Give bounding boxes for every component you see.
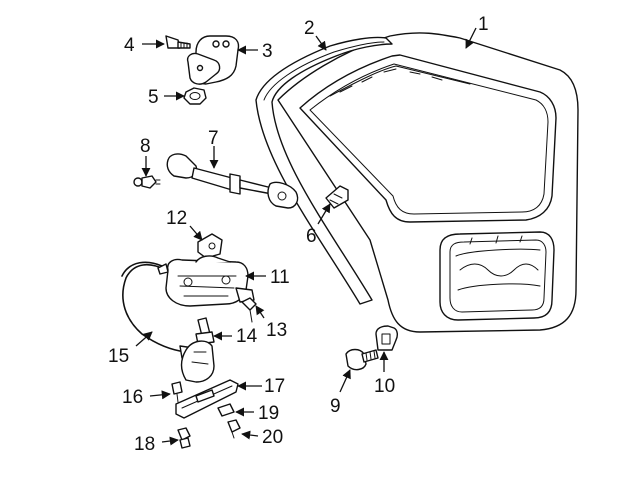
- callout-5: 5: [148, 87, 159, 108]
- callout-4: 4: [124, 35, 135, 56]
- callout-19: 19: [258, 403, 279, 424]
- support-strut: [166, 153, 299, 209]
- leader-lines: [135, 27, 477, 446]
- screw-20: [227, 419, 241, 439]
- bumper-stop: [325, 185, 349, 209]
- callout-2: 2: [304, 18, 315, 39]
- weatherstrip: [255, 36, 393, 305]
- callout-12: 12: [166, 208, 187, 229]
- hinge-bolt: [165, 35, 191, 49]
- liftgate-panel: [277, 32, 579, 333]
- bolt-9: [345, 348, 379, 371]
- callout-13: 13: [266, 320, 287, 341]
- callout-17: 17: [264, 376, 285, 397]
- release-handle: [180, 340, 215, 383]
- callout-6: 6: [306, 226, 317, 247]
- bolt-16: [171, 381, 183, 403]
- callout-15: 15: [108, 346, 129, 367]
- clip-19: [217, 403, 235, 417]
- callout-labels: 1 2 3 4 5 6 7 8 9 10 11 12 13 14 15 16 1…: [108, 14, 489, 455]
- callout-18: 18: [134, 434, 155, 455]
- striker: [195, 317, 215, 345]
- screw-18: [177, 427, 191, 449]
- callout-3: 3: [262, 41, 273, 62]
- latch-assembly: [165, 255, 255, 307]
- callout-9: 9: [330, 396, 341, 417]
- callout-16: 16: [122, 387, 143, 408]
- hinge-nut: [183, 87, 207, 105]
- lock-clip: [197, 233, 223, 259]
- hinge: [186, 35, 240, 85]
- callout-8: 8: [140, 136, 151, 157]
- latch-screw: [241, 297, 257, 323]
- callout-20: 20: [262, 427, 283, 448]
- callout-10: 10: [374, 376, 395, 397]
- switch-bar: [175, 379, 239, 419]
- callout-14: 14: [236, 326, 258, 347]
- callout-11: 11: [270, 267, 290, 288]
- callout-1: 1: [478, 14, 489, 35]
- ball-stud: [133, 175, 161, 189]
- bracket-10: [375, 325, 399, 351]
- callout-7: 7: [208, 128, 219, 149]
